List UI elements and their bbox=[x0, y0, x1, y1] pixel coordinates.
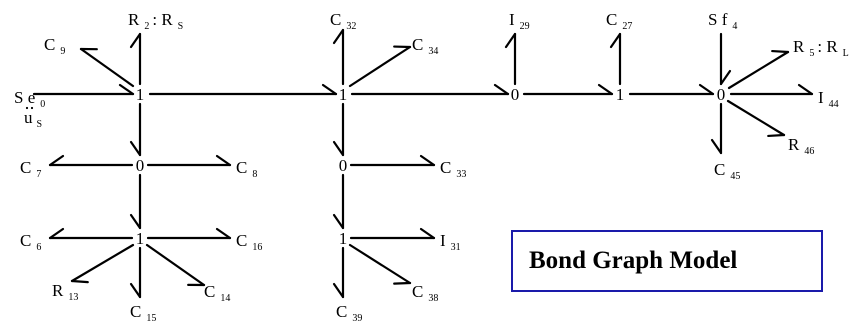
bond-j4-j5 bbox=[628, 83, 715, 96]
junction-j2: 1 bbox=[339, 85, 348, 104]
bond-sf4-j5 bbox=[719, 32, 732, 86]
bond-j9-c39 bbox=[332, 246, 345, 299]
bond-j7-c6 bbox=[48, 227, 134, 240]
bond-j7-r13 bbox=[70, 243, 135, 284]
dot-mark bbox=[25, 106, 29, 110]
bond-j2-c32 bbox=[332, 28, 345, 86]
junction-j4: 1 bbox=[616, 85, 625, 104]
bond-j8-c33 bbox=[349, 154, 436, 167]
junction-j9: 1 bbox=[339, 229, 348, 248]
junction-j1: 1 bbox=[136, 85, 145, 104]
bond-j5-r46 bbox=[726, 99, 786, 138]
bond-graph-title-box: Bond Graph Model bbox=[511, 230, 823, 292]
bond-j9-i31 bbox=[349, 227, 436, 240]
bond-j7-c14 bbox=[145, 243, 206, 287]
bond-j9-c38 bbox=[348, 243, 412, 285]
bond-j3-j4 bbox=[522, 83, 614, 96]
bond-j6-c8 bbox=[146, 154, 232, 167]
bond-j6-c7 bbox=[48, 154, 134, 167]
bond-j4-c27 bbox=[609, 32, 622, 86]
bond-j2-c34 bbox=[348, 45, 412, 88]
junction-j8: 0 bbox=[339, 156, 348, 175]
bond-j1-c9 bbox=[79, 47, 135, 88]
bond-j7-c15 bbox=[129, 246, 142, 299]
junction-j3: 0 bbox=[511, 85, 520, 104]
junction-j5: 0 bbox=[717, 85, 726, 104]
bond-j2-j3 bbox=[350, 83, 510, 96]
bond-j5-c45 bbox=[710, 102, 723, 155]
junction-j7: 1 bbox=[136, 229, 145, 248]
bond-se0-j1 bbox=[32, 83, 135, 96]
bond-j2-j8 bbox=[332, 102, 345, 157]
bond-j3-i29 bbox=[504, 32, 517, 86]
bond-j1-j2 bbox=[148, 83, 338, 96]
dot-mark bbox=[30, 106, 34, 110]
bond-j1-j6 bbox=[129, 102, 142, 157]
bond-j1-r2 bbox=[129, 32, 142, 86]
junction-j6: 0 bbox=[136, 156, 145, 175]
bond-j6-j7 bbox=[129, 173, 142, 230]
diagram-title: Bond Graph Model bbox=[529, 247, 738, 274]
bond-j7-c16 bbox=[146, 227, 232, 240]
bond-j5-i44 bbox=[729, 83, 814, 96]
bond-j5-r5 bbox=[727, 49, 790, 90]
bond-j8-j9 bbox=[332, 173, 345, 230]
